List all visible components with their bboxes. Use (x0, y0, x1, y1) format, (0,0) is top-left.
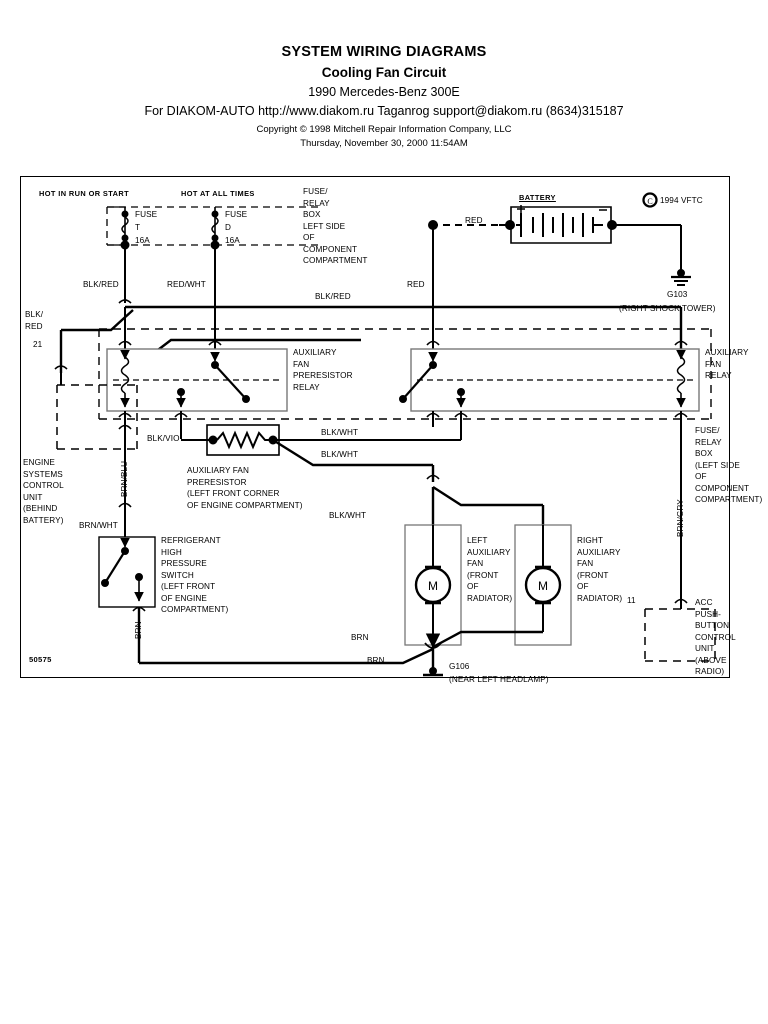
wire-label-red-battery: RED (465, 216, 483, 225)
label-battery: BATTERY (519, 193, 556, 202)
timestamp-line: Thursday, November 30, 2000 11:54AM (300, 138, 468, 149)
svg-text:C: C (647, 197, 652, 206)
wire-label-blk-red-bus: BLK/RED (315, 292, 351, 301)
page-header: SYSTEM WIRING DIAGRAMS Cooling Fan Circu… (0, 0, 768, 149)
wire-label-brn-switch: BRN (134, 621, 143, 639)
label-engine-systems-control-unit: ENGINE SYSTEMS CONTROL UNIT (BEHIND BATT… (23, 458, 64, 525)
wire-label-brn-ground: BRN (367, 656, 385, 665)
page-title: SYSTEM WIRING DIAGRAMS (281, 44, 487, 60)
wiring-diagram-canvas: C (21, 177, 762, 684)
wiring-schematic-svg: C (54, 192, 716, 677)
wire-label-red-wht: RED/WHT (167, 280, 206, 289)
label-aux-fan-preresistor-relay: AUXILIARY FAN PRERESISTOR RELAY (293, 348, 353, 392)
wire-label-blk-vio: BLK/VIO (147, 434, 180, 443)
label-ground-g106: G106 (449, 662, 470, 671)
wire-label-blk-red-left: BLK/RED (83, 280, 119, 289)
figure-number: 50575 (29, 655, 52, 664)
wire-label-brn-blu: BRN/BLU (120, 460, 129, 497)
wire-label-brn-gry: BRN/GRY (676, 499, 685, 537)
fuse-d-name: FUSE (225, 210, 248, 219)
label-ecu-pin: 21 (33, 340, 43, 349)
fuse-t-rating: 16A (135, 236, 150, 245)
wire-label-brn-wht: BRN/WHT (79, 521, 118, 530)
fuse-d-rating: 16A (225, 236, 240, 245)
wiring-diagram-frame: C (20, 176, 762, 684)
label-copyright-mark: 1994 VFTC (660, 196, 703, 205)
label-ground-g103: G103 (667, 290, 688, 299)
fuse-t-name: FUSE (135, 210, 158, 219)
wire-label-brn-left-motor: BRN (351, 633, 369, 642)
copyright-line: Copyright © 1998 Mitchell Repair Informa… (256, 124, 512, 135)
fuse-d-id: D (225, 223, 232, 232)
label-refrigerant-high-pressure-switch: REFRIGERANT HIGH PRESSURE SWITCH (LEFT F… (161, 536, 229, 614)
label-fuse-relay-box-right: FUSE/ RELAY BOX (LEFT SIDE OF COMPONENT … (695, 426, 763, 504)
svg-text:M: M (538, 579, 548, 593)
label-acc-push-button-control-unit: ACC PUSH- BUTTON CONTROL UNIT (ABOVE RAD… (695, 598, 736, 676)
label-fuse-relay-box-top: FUSE/ RELAY BOX LEFT SIDE OF COMPONENT C… (303, 187, 368, 265)
label-hot-at-all-times: HOT AT ALL TIMES (181, 189, 255, 198)
wire-label-blk-wht-lower: BLK/WHT (321, 450, 359, 459)
wire-label-blk-wht-motor: BLK/WHT (329, 511, 367, 520)
label-aux-fan-relay: AUXILIARY FAN RELAY (705, 348, 749, 380)
svg-text:M: M (428, 579, 438, 593)
label-left-auxiliary-fan: LEFT AUXILIARY FAN (FRONT OF RADIATOR) (467, 536, 513, 603)
label-ground-g103-location: (RIGHT SHOCK TOWER) (619, 304, 716, 313)
fuse-t-id: T (135, 223, 141, 232)
label-ground-g106-location: (NEAR LEFT HEADLAMP) (449, 675, 549, 684)
label-acc-pin: 11 (627, 596, 636, 605)
wire-label-red-vertical: RED (407, 280, 425, 289)
wire-label-blk-red-ecu: BLK/ RED (25, 310, 44, 331)
page-subtitle: Cooling Fan Circuit (321, 65, 447, 80)
wire-label-blk-wht-upper: BLK/WHT (321, 428, 359, 437)
vehicle-line: 1990 Mercedes-Benz 300E (308, 85, 460, 99)
distributor-line: For DIAKOM-AUTO http://www.diakom.ru Tag… (144, 104, 624, 118)
label-hot-in-run-or-start: HOT IN RUN OR START (39, 189, 129, 198)
label-aux-fan-preresistor: AUXILIARY FAN PRERESISTOR (LEFT FRONT CO… (187, 466, 303, 510)
label-right-auxiliary-fan: RIGHT AUXILIARY FAN (FRONT OF RADIATOR) (577, 536, 623, 603)
